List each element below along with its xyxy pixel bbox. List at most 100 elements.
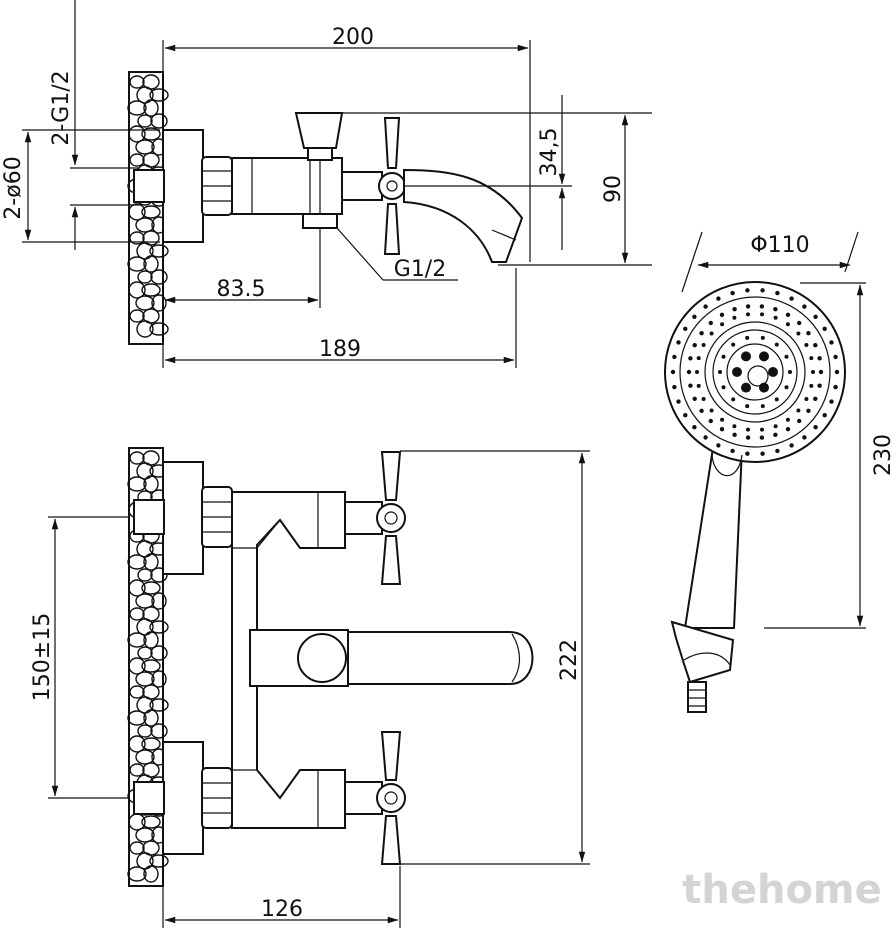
nozzle-hole <box>775 448 780 454</box>
wall-stone <box>150 113 168 129</box>
wall-stone <box>129 75 145 89</box>
wall-stone <box>127 256 147 272</box>
wall-stone <box>143 255 159 273</box>
nozzle-hole <box>692 314 697 319</box>
nozzle-hole <box>759 304 765 309</box>
dim-d110: Φ110 <box>750 233 809 258</box>
wall-stone <box>150 723 168 739</box>
nozzle-hole <box>672 354 677 360</box>
wall-stone <box>149 620 169 634</box>
wall-stone <box>135 749 155 765</box>
nozzle-hole <box>775 290 780 296</box>
hex-nut-top <box>201 156 233 216</box>
nozzle-hole <box>773 307 778 312</box>
nozzle-hole <box>692 396 697 401</box>
wall-stone <box>149 244 169 258</box>
dim-189: 189 <box>319 337 361 362</box>
spout-top <box>403 168 524 263</box>
wall-stone <box>129 451 145 465</box>
nozzle-hole <box>745 288 750 293</box>
nozzle-hole <box>688 383 693 388</box>
wall-stone <box>141 283 161 297</box>
nozzle-hole <box>721 385 726 390</box>
wall-stone <box>127 476 147 492</box>
wall-stone <box>137 114 153 128</box>
nozzle-hole <box>760 288 765 293</box>
nozzle-hole <box>813 343 818 348</box>
nozzle-hole <box>686 369 692 375</box>
nozzle-hole <box>785 417 790 422</box>
nozzle-hole <box>768 367 778 377</box>
wall-stone <box>143 709 159 727</box>
wall-stone <box>128 203 146 221</box>
dim-150-15: 150±15 <box>30 613 55 701</box>
nozzle-hole <box>716 296 721 301</box>
wall-stone <box>128 281 146 299</box>
escutcheon-upper <box>162 461 204 575</box>
escutcheon-top <box>162 129 204 243</box>
nozzle-hole <box>741 382 751 393</box>
nozzle-hole <box>784 354 789 359</box>
nozzle-hole <box>676 340 681 345</box>
nozzle-hole <box>683 326 688 331</box>
hose-connector <box>687 681 707 713</box>
dim-90: 90 <box>601 175 626 203</box>
nozzle-hole <box>720 322 725 327</box>
wall-stone <box>141 659 161 673</box>
nozzle-hole <box>797 320 802 326</box>
nozzle-hole <box>732 367 742 377</box>
wall-stone <box>135 671 155 687</box>
nozzle-hole <box>745 435 751 440</box>
nozzle-hole <box>785 322 790 327</box>
nozzle-hole <box>813 314 818 319</box>
nozzle-hole <box>703 435 708 440</box>
nozzle-hole <box>802 304 807 309</box>
nozzle-hole <box>788 370 792 374</box>
nozzle-hole <box>789 296 794 301</box>
wall-stone <box>143 553 159 571</box>
nozzle-hole <box>745 335 750 340</box>
nozzle-hole <box>746 427 750 432</box>
nozzle-hole <box>730 448 735 454</box>
nozzle-hole <box>732 307 737 312</box>
nozzle-hole <box>741 351 751 362</box>
nozzle-hole <box>773 432 778 437</box>
nozzle-hole <box>696 356 701 361</box>
nozzle-hole <box>708 320 713 326</box>
nozzle-hole <box>774 397 779 402</box>
wall-stone <box>141 581 161 595</box>
nozzle-hole <box>699 408 704 413</box>
hand-shower: Φ110 230 <box>664 231 896 713</box>
nozzle-hole <box>731 397 736 402</box>
nozzle-hole <box>730 290 735 296</box>
dim-222: 222 <box>557 639 582 681</box>
wall-stone <box>137 568 153 582</box>
nozzle-hole <box>745 451 750 456</box>
dim-34-5: 34,5 <box>537 128 562 177</box>
nozzle-hole <box>809 383 814 388</box>
nozzle-hole <box>759 435 765 440</box>
nozzle-hole <box>688 356 693 361</box>
nozzle-hole <box>721 354 726 359</box>
nozzle-hole <box>822 413 827 418</box>
nozzle-hole <box>708 418 713 424</box>
wall-stone <box>135 827 155 843</box>
wall-stone <box>136 320 154 338</box>
nozzle-hole <box>760 335 765 340</box>
nozzle-hole <box>720 417 725 422</box>
dim-230: 230 <box>871 434 896 476</box>
nozzle-hole <box>802 435 807 440</box>
wall-stone <box>141 205 161 219</box>
nozzle-hole <box>731 342 736 347</box>
wall-stone <box>135 295 155 311</box>
nozzle-hole <box>817 383 822 388</box>
hex-nut-lower <box>201 767 233 829</box>
nozzle-hole <box>716 443 721 448</box>
wall-top <box>127 71 169 345</box>
wall-stone <box>151 670 167 688</box>
wall-stone <box>141 815 161 829</box>
wall-stone <box>129 607 145 621</box>
nozzle-hole <box>701 343 706 347</box>
nozzle-hole <box>760 451 765 456</box>
